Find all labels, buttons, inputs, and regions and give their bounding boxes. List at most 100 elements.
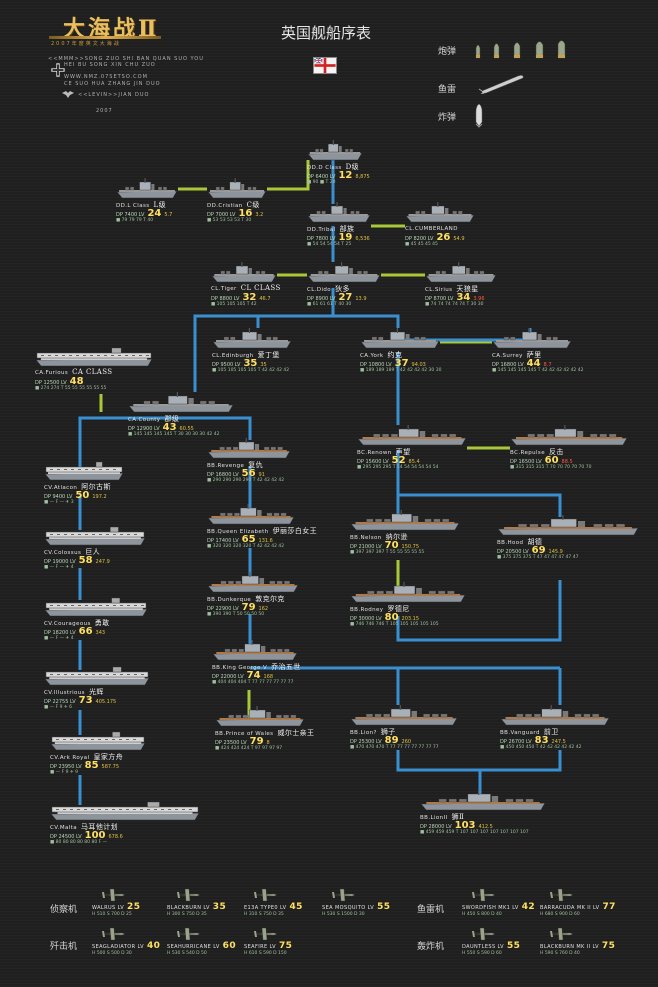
aircraft-level: 40 xyxy=(146,941,161,951)
lv-label: LV xyxy=(211,944,220,950)
ship-weapons: ■ 45 45 45 45 xyxy=(405,242,438,247)
lv-label: LV xyxy=(236,674,244,680)
ship-level: 73 xyxy=(78,695,93,706)
ship-weapons: ■ 90 ■ T 20 xyxy=(307,180,336,185)
ship-cost: 162 xyxy=(258,606,269,612)
lv-label: LV xyxy=(137,212,145,218)
ship-cost: 5.7 xyxy=(164,212,173,218)
ship-cost: 46.7 xyxy=(259,296,271,302)
ship-cost: 405.175 xyxy=(95,699,117,705)
ship-name-cn: 光辉 xyxy=(88,688,104,696)
ship-cost: 35 xyxy=(260,362,267,368)
lv-label: LV xyxy=(426,236,434,242)
ship-name-cn: 爱丁堡 xyxy=(257,351,280,359)
lv-label: LV xyxy=(267,944,276,950)
ship-level: 83 xyxy=(534,735,549,746)
ship-name-en: CV.Illustrious xyxy=(44,690,85,696)
aircraft-level: 75 xyxy=(279,941,293,951)
ship-cost: 6,536 xyxy=(355,236,370,242)
aircraft-name-text: WALRUS xyxy=(92,905,116,911)
ship-ca-icon xyxy=(492,328,572,349)
lv-label: LV xyxy=(115,905,125,911)
lv-label: LV xyxy=(374,544,382,550)
ship-weapons: ■ 105 105 105 T 42 xyxy=(211,302,257,307)
ship-name-en: CL.CUMBERLAND xyxy=(405,226,458,232)
ship-dp: 7000 xyxy=(215,212,229,218)
aircraft-icon xyxy=(549,927,574,941)
ship-bb-icon xyxy=(207,572,299,593)
ship-dd-icon xyxy=(116,178,178,199)
aircraft-stats: H 610 S 590 D 150 xyxy=(244,951,287,956)
ship-level: 56 xyxy=(241,468,256,479)
ship-cost: 247.9 xyxy=(95,559,110,565)
aircraft-name-text: SWORDFISH MK1 xyxy=(462,905,511,911)
ship-bb-icon xyxy=(212,640,298,661)
ship-weapons: ■ 397 397 397 T 55 55 55 55 55 xyxy=(350,550,425,555)
dp-label: DP xyxy=(425,296,434,302)
ship-weapons: ■ 79 79 79 T 40 xyxy=(116,218,154,223)
aircraft-category-label: 侦察机 xyxy=(50,905,78,915)
aircraft-level: 42 xyxy=(521,902,536,912)
page-title: 英国舰船序表 xyxy=(281,24,372,42)
ship-weapons: ■ 290 290 290 290 T 42 42 42 42 xyxy=(207,478,285,483)
aircraft-stats: H 590 S 760 D 40 xyxy=(540,951,580,956)
ship-cost: 131.6 xyxy=(258,538,273,544)
ship-weapons: ■ 145 145 145 145 T 30 30 30 30 42 42 xyxy=(128,432,220,437)
ship-cost: 197.2 xyxy=(92,494,107,500)
dp-label: DP xyxy=(44,559,53,565)
ship-name-cn: 部族 xyxy=(339,225,355,233)
ship-bb-icon xyxy=(420,790,546,811)
ship-name-en: DD.Tribal xyxy=(307,227,336,233)
ship-cost: 168 xyxy=(263,674,274,680)
ship-weapons: ■ — F 9 ✈ 9 xyxy=(50,770,78,775)
aircraft-icon xyxy=(471,888,496,902)
lv-label: LV xyxy=(231,606,239,612)
ship-name-cn: 阿尔古斯 xyxy=(81,483,111,491)
lv-label: LV xyxy=(374,739,382,745)
lv-label: LV xyxy=(231,538,239,544)
ship-name-en: CV.Ark Royal xyxy=(50,755,90,761)
aircraft-icon xyxy=(549,888,574,902)
ship-weapons: ■ 54 54 54 54 T 25 xyxy=(307,242,352,247)
dp-label: DP xyxy=(350,739,359,745)
logo-bar xyxy=(49,36,161,39)
dp-label: DP xyxy=(128,426,137,432)
ship-weapons: ■ — F — ✈ 4 xyxy=(44,565,74,570)
ship-name-en: BC.Repulse xyxy=(510,450,545,456)
ship-name-cn: 伊丽莎白女王 xyxy=(272,527,318,535)
ship-name-cn: 威尔士亲王 xyxy=(277,729,315,737)
ship-cost: 343 xyxy=(95,630,106,636)
ship-cost: 678.6 xyxy=(108,834,123,840)
lv-label: LV xyxy=(278,905,287,911)
ship-level: 52 xyxy=(391,455,406,466)
ship-weapons: ■ 470 470 470 T 77 77 77 77 77 77 77 xyxy=(350,745,439,750)
ship-dp: 30000 xyxy=(358,616,375,622)
ship-weapons: ■ 459 459 459 T 107 107 107 107 107 107 … xyxy=(420,830,529,835)
dp-label: DP xyxy=(360,362,369,368)
